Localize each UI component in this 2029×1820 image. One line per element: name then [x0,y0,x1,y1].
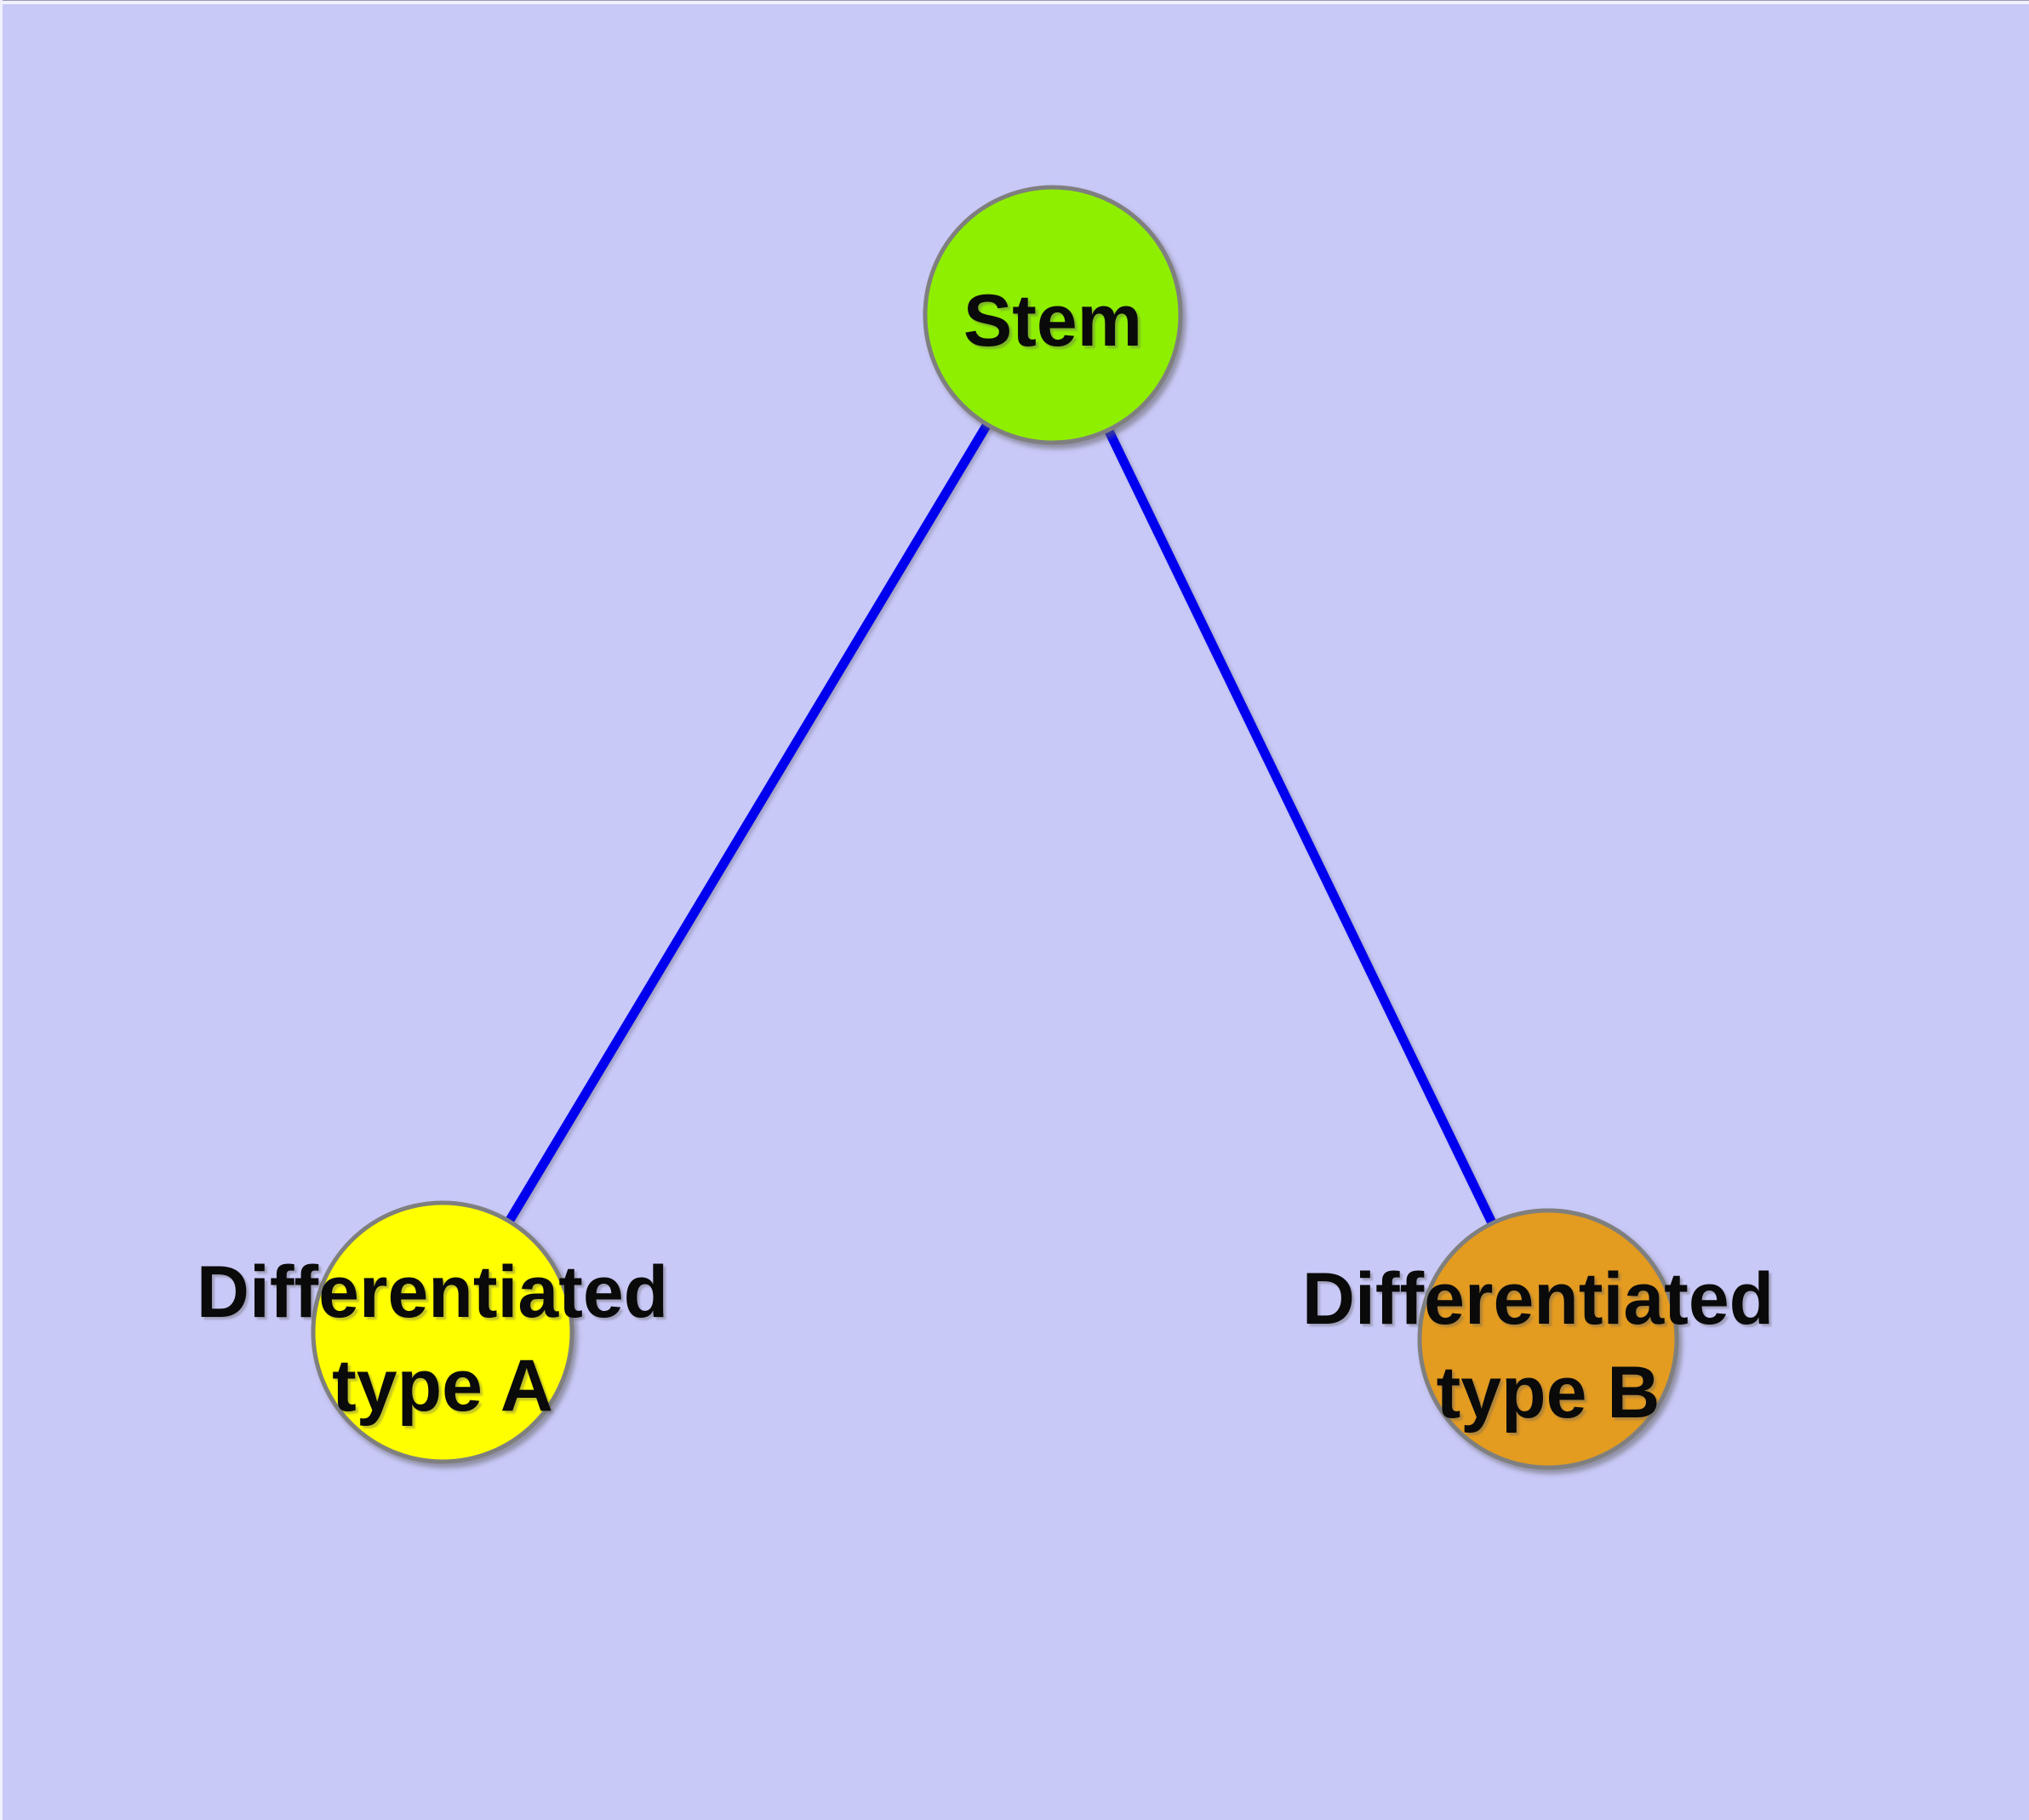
stem-node[interactable]: Stem [923,185,1183,445]
edge-stem-to-type-a [437,310,1058,1337]
type-a-label-line2: type A [332,1345,553,1427]
type-b-label-line2: type B [1437,1352,1660,1434]
type-a-node[interactable]: Differentiated type A [197,1200,689,1464]
type-a-label-line1: Differentiated [197,1251,668,1333]
stem-node-label: Stem [963,280,1142,362]
type-a-node-circle[interactable] [311,1200,574,1464]
canvas-top-edge [0,0,2029,4]
type-b-node-label: Differentiated type B [1302,1258,1794,1434]
canvas-left-edge [0,0,3,1820]
type-a-node-label: Differentiated type A [197,1251,689,1427]
stem-node-circle[interactable] [923,185,1183,445]
type-b-node[interactable]: Differentiated type B [1302,1208,1794,1470]
type-b-label-line1: Differentiated [1302,1258,1774,1340]
type-b-node-circle[interactable] [1417,1208,1679,1470]
edge-stem-to-type-b [1048,310,1553,1344]
